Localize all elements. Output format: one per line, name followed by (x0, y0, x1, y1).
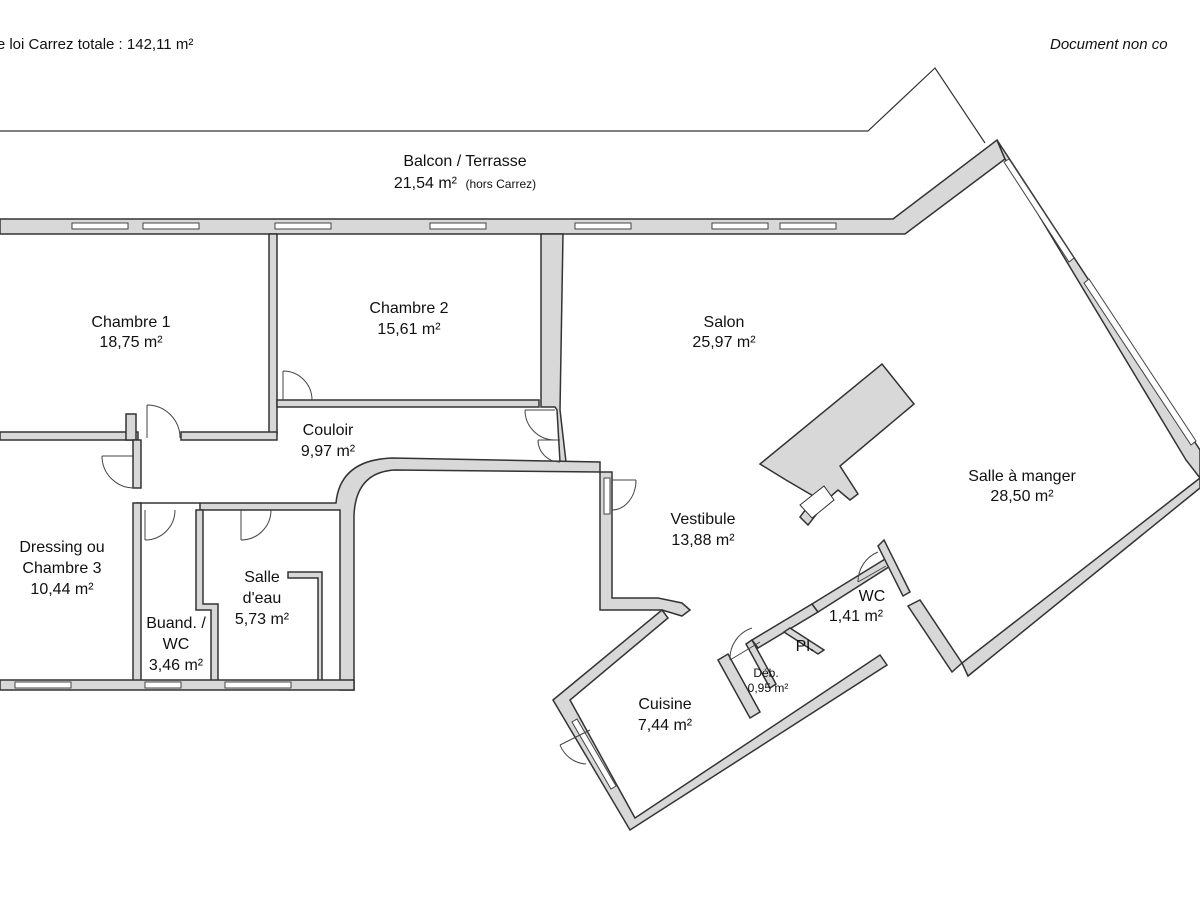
wc-name: WC (859, 588, 886, 605)
structural-column (758, 362, 916, 527)
wall-ch1-ch2 (268, 233, 278, 435)
window-salon-c (779, 222, 837, 230)
wall-pl-right (782, 627, 826, 655)
couloir-area: 9,97 m² (301, 443, 356, 460)
balcony-area-line: 21,54 m² (hors Carrez) (394, 175, 536, 192)
right-return-wall (906, 599, 963, 674)
cuisine-area: 7,44 m² (638, 717, 693, 734)
wall-kitchen (552, 608, 889, 832)
door-wc (857, 551, 887, 583)
salon-name: Salon (704, 314, 745, 331)
window-salon-a (574, 222, 632, 230)
chambre1-area: 18,75 m² (99, 334, 163, 351)
vestibule-name: Vestibule (671, 511, 736, 528)
window-buand (144, 681, 182, 689)
window-salle-b (1083, 278, 1197, 446)
door-kitchen (729, 627, 761, 661)
debarras-name: Déb. (753, 666, 778, 680)
door-ch1 (146, 404, 181, 439)
wall-ch1-bottom (0, 431, 139, 441)
door-vestibule (611, 479, 637, 511)
wall-deb (716, 652, 762, 720)
balcony-note: (hors Carrez) (465, 177, 536, 191)
couloir-name: Couloir (303, 422, 354, 439)
debarras-area: 0,95 m² (748, 681, 789, 695)
buand-name-2: WC (163, 636, 190, 653)
balcony-name: Balcon / Terrasse (403, 153, 526, 170)
buand-area: 3,46 m² (149, 657, 204, 674)
salon-area: 25,97 m² (692, 334, 756, 351)
door-salon (524, 409, 556, 441)
chambre2-area: 15,61 m² (377, 321, 441, 338)
cuisine-name: Cuisine (638, 696, 691, 713)
window-vestibule (603, 477, 611, 515)
wall-ch1-bottom-2 (180, 431, 278, 441)
disclaimer-caption: Document non co (1050, 36, 1168, 53)
placard-name: Pl. (796, 638, 815, 655)
total-area-caption: cie loi Carrez totale : 142,11 m² (0, 36, 194, 53)
wall-stub (125, 413, 137, 441)
salle-manger-area: 28,50 m² (990, 488, 1054, 505)
door-ch2 (282, 370, 313, 401)
window-ch2-b (429, 222, 487, 230)
door-buand (144, 509, 176, 541)
wall-inner-divider (745, 638, 777, 690)
wall-ch2-bottom (276, 399, 540, 408)
balcony-outline (0, 67, 986, 144)
door-salon-b (537, 439, 561, 463)
wall-dressing-right (132, 502, 142, 684)
column-notch (799, 485, 835, 519)
window-salon-b (711, 222, 769, 230)
window-kitchen (571, 718, 617, 790)
buand-name-1: Buand. / (146, 615, 206, 632)
chambre2-name: Chambre 2 (369, 300, 448, 317)
wall-couloir-curve (136, 457, 601, 691)
dressing-area: 10,44 m² (30, 581, 94, 598)
window-salle-a (1003, 158, 1075, 263)
vestibule-area: 13,88 m² (671, 532, 735, 549)
wall-salle-partition (287, 571, 323, 684)
salle-manger-name: Salle à manger (968, 468, 1076, 485)
wc-area: 1,41 m² (829, 608, 884, 625)
salle-eau-name-2: d'eau (243, 590, 282, 607)
door-salle (240, 509, 272, 541)
window-ch1-b (142, 222, 200, 230)
wall-ch2-salon (540, 233, 567, 463)
salle-eau-area: 5,73 m² (235, 611, 290, 628)
wall-couloir-left (132, 439, 142, 489)
window-salle (224, 681, 292, 689)
dressing-name-1: Dressing ou (19, 539, 104, 556)
wall-wc-right (877, 538, 911, 598)
window-ch2-a (274, 222, 332, 230)
dressing-name-2: Chambre 3 (22, 560, 101, 577)
door-dressing (101, 455, 135, 489)
chambre1-name: Chambre 1 (91, 314, 170, 331)
balcony-area: 21,54 m² (394, 175, 458, 192)
window-ch1-a (71, 222, 129, 230)
door-kitchen-out (559, 729, 591, 765)
lower-right-wall (961, 477, 1200, 678)
salle-eau-name-1: Salle (244, 569, 280, 586)
window-dressing (14, 681, 72, 689)
